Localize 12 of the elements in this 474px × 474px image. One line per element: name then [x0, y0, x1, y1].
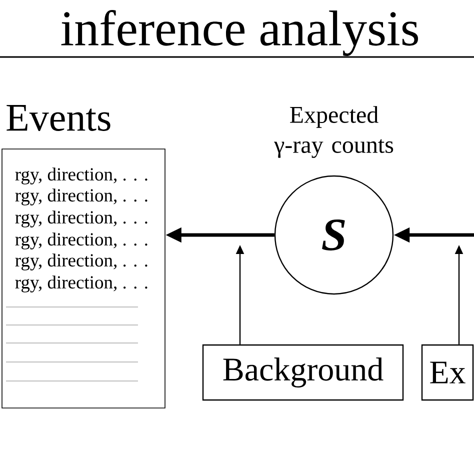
input-box: Ex — [421, 344, 474, 401]
event-row: rgy, direction, . . . — [15, 168, 148, 184]
input-box: Background — [202, 344, 404, 401]
event-row: rgy, direction, . . . — [15, 232, 148, 250]
node-caption: Expected γ-ray counts — [274, 106, 394, 158]
event-row: rgy, direction, . . . — [15, 210, 148, 228]
title: inference analysis — [61, 10, 418, 56]
event-row: rgy, direction, . . . — [15, 276, 148, 292]
event-row: rgy, direction, . . . — [15, 254, 148, 270]
event-row: rgy, direction, . . . — [15, 188, 148, 206]
heading: Events — [6, 105, 110, 131]
circle-node: S — [274, 175, 394, 295]
